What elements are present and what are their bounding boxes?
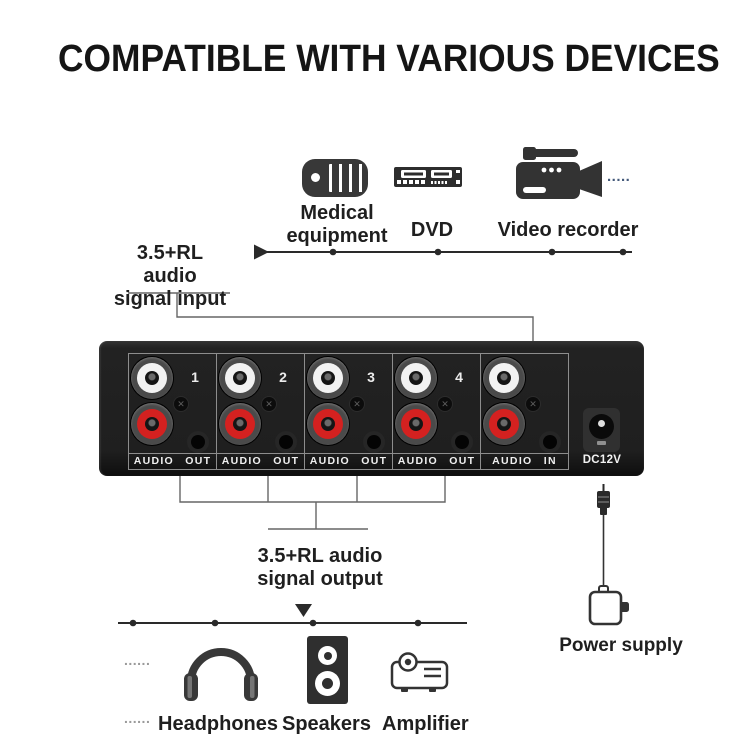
amplifier-icon [390, 652, 449, 692]
dvd-player-icon [394, 167, 462, 187]
label-dvd: DVD [410, 219, 454, 241]
medical-equipment-icon [302, 159, 368, 197]
screw-icon: ✕ [526, 397, 540, 411]
aux-jack [539, 431, 561, 453]
port-section-3: ✕ 3 AUDIO OUT [304, 353, 393, 470]
more-outputs-dots: ...... [124, 710, 151, 726]
page-title: COMPATIBLE WITH VARIOUS DEVICES [58, 38, 720, 80]
input-flow-label: 3.5+RL audio signal input [113, 242, 227, 310]
speaker-woofer [315, 671, 340, 696]
screw-icon: ✕ [174, 397, 188, 411]
port-label: AUDIO IN [481, 453, 568, 469]
label-headphones: Headphones [158, 713, 279, 735]
rca-white-jack [483, 357, 525, 399]
port-label: AUDIO OUT [217, 453, 304, 469]
speaker-tweeter [318, 646, 337, 665]
port-label: AUDIO OUT [129, 453, 216, 469]
label-speakers: Speakers [282, 713, 371, 735]
port-section-4: ✕ 4 AUDIO OUT [392, 353, 481, 470]
screw-icon: ✕ [350, 397, 364, 411]
output-arrow-icon [295, 604, 312, 617]
port-section-2: ✕ 2 AUDIO OUT [216, 353, 305, 470]
power-adapter-icon [588, 484, 629, 626]
screw-icon: ✕ [438, 397, 452, 411]
input-arrow-icon [254, 244, 269, 260]
headphones-icon [184, 648, 258, 701]
audio-switcher-device: ✕ 1 AUDIO OUT ✕ 2 AUDIO OUT ✕ 3 AUDIO OU… [99, 341, 644, 476]
port-number: 3 [367, 369, 375, 385]
port-section-1: ✕ 1 AUDIO OUT [128, 353, 217, 470]
port-label: AUDIO OUT [393, 453, 480, 469]
dc-jack-pin [597, 441, 606, 445]
more-outputs-dots: ...... [124, 652, 151, 668]
dc-power-jack [583, 408, 620, 452]
more-devices-dots: ..... [607, 168, 631, 185]
video-camera-icon [516, 147, 602, 199]
rca-red-jack [131, 403, 173, 445]
aux-jack [363, 431, 385, 453]
rca-red-jack [395, 403, 437, 445]
rca-white-jack [219, 357, 261, 399]
speaker-icon [307, 636, 348, 704]
rca-red-jack [307, 403, 349, 445]
medical-equipment-vents [329, 164, 364, 192]
aux-jack [187, 431, 209, 453]
port-number: 2 [279, 369, 287, 385]
rca-red-jack [219, 403, 261, 445]
port-number: 4 [455, 369, 463, 385]
rca-red-jack [483, 403, 525, 445]
rca-white-jack [131, 357, 173, 399]
screw-icon: ✕ [262, 397, 276, 411]
rca-white-jack [395, 357, 437, 399]
label-video-recorder: Video recorder [497, 219, 639, 241]
label-amplifier: Amplifier [382, 713, 469, 735]
port-label: AUDIO OUT [305, 453, 392, 469]
dc-label: DC12V [582, 454, 622, 466]
rca-white-jack [307, 357, 349, 399]
aux-jack [275, 431, 297, 453]
port-number: 1 [191, 369, 199, 385]
power-supply-label: Power supply [559, 635, 683, 656]
output-flow-label: 3.5+RL audio signal output [257, 545, 383, 590]
label-medical-equipment: Medical equipment [286, 202, 388, 247]
aux-jack [451, 431, 473, 453]
port-section-audio-in: ✕ AUDIO IN [480, 353, 569, 470]
